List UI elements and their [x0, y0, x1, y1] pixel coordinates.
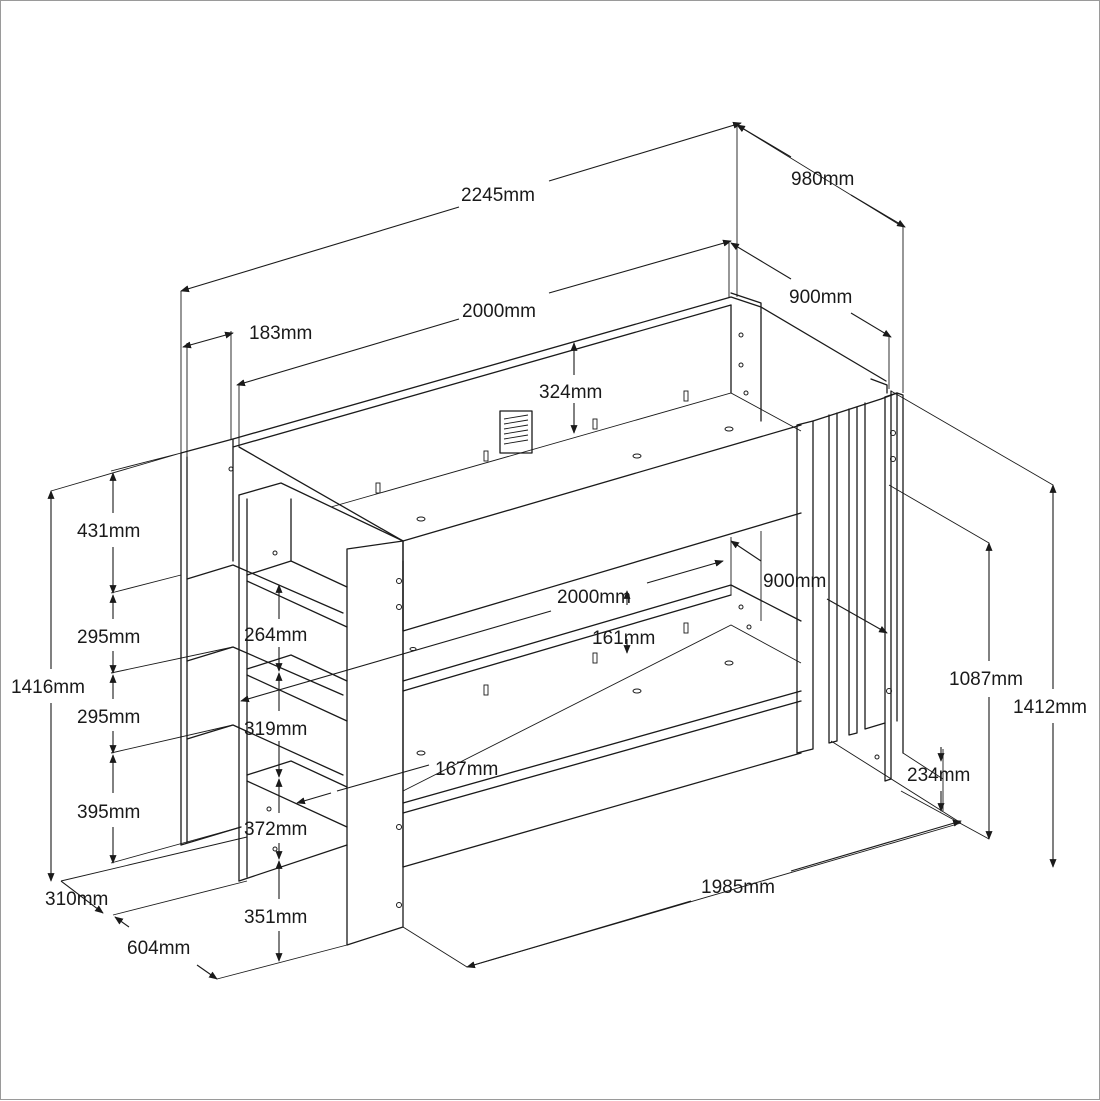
label-stair-step-2: 295mm: [77, 707, 140, 728]
label-overall-length: 2245mm: [461, 185, 535, 206]
label-stair-total-height: 1416mm: [11, 677, 85, 698]
label-bottom-mattress-width: 900mm: [763, 571, 826, 592]
label-top-mattress-length: 2000mm: [462, 301, 536, 322]
label-shelf-3: 372mm: [244, 819, 307, 840]
label-stair-step-depth: 183mm: [249, 323, 312, 344]
label-overall-depth: 980mm: [791, 169, 854, 190]
label-bottom-clearance: 234mm: [907, 765, 970, 786]
label-bottom-mattress-length: 2000mm: [557, 587, 631, 608]
label-stair-width: 604mm: [127, 938, 190, 959]
dimension-labels: 2245mm 980mm 2000mm 900mm 183mm 324mm 43…: [11, 169, 1087, 959]
label-bottom-length: 1985mm: [701, 877, 775, 898]
label-shelf-depth: 167mm: [435, 759, 498, 780]
label-shelf-2: 319mm: [244, 719, 307, 740]
label-top-guard-height: 324mm: [539, 382, 602, 403]
label-top-mattress-width: 900mm: [789, 287, 852, 308]
label-total-height: 1412mm: [1013, 697, 1087, 718]
label-bottom-guard-height: 161mm: [592, 628, 655, 649]
label-shelf-1: 264mm: [244, 625, 307, 646]
dimension-lines: [47, 121, 1057, 980]
label-bed-height: 1087mm: [949, 669, 1023, 690]
label-stair-top: 431mm: [77, 521, 140, 542]
label-stair-base: 310mm: [45, 889, 108, 910]
label-stair-step-3: 395mm: [77, 802, 140, 823]
label-stair-step-1: 295mm: [77, 627, 140, 648]
vent-icon: [499, 410, 533, 454]
label-shelf-4: 351mm: [244, 907, 307, 928]
